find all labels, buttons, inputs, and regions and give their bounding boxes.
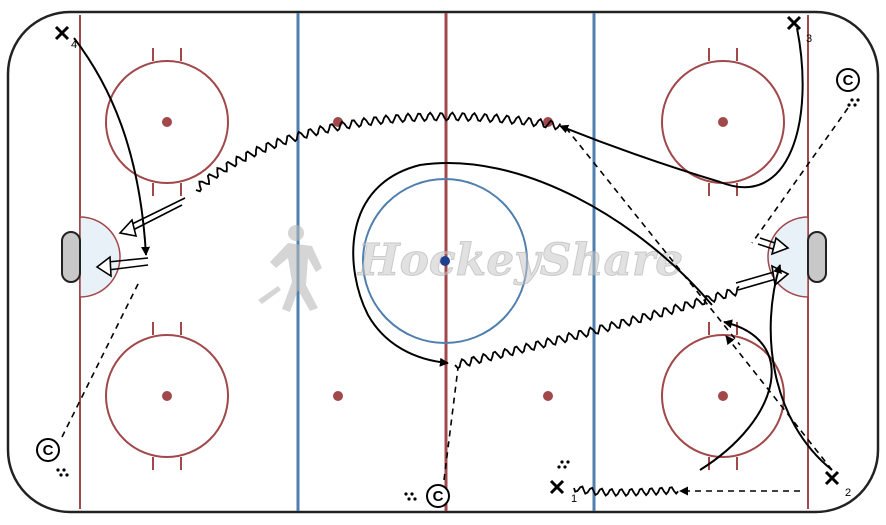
player-marker-x <box>786 15 802 31</box>
player-1: 1 <box>549 479 577 505</box>
path-p1-wavy <box>573 485 679 498</box>
faceoff-circle-bottom-right <box>661 322 785 470</box>
player-marker-x <box>54 25 70 41</box>
player-marker-x <box>549 479 565 495</box>
pass-coach-center <box>443 367 459 481</box>
pass-coach-topright <box>751 107 849 244</box>
player-4: 4 <box>54 25 77 51</box>
path-wavy-top <box>195 111 562 193</box>
watermark: HockeyShare <box>258 225 684 312</box>
faceoff-circle-top-left <box>105 48 229 196</box>
puck-pile-icon <box>847 98 860 107</box>
center-circle <box>362 178 528 344</box>
crease-left <box>79 216 121 298</box>
path-loop-center <box>352 162 713 367</box>
puck-pile-icon <box>557 460 570 469</box>
coach-label: C <box>43 442 54 459</box>
shot-left-lower <box>95 255 149 278</box>
player-label: 4 <box>71 39 77 51</box>
player-label: 1 <box>571 493 577 505</box>
path-p4-skate <box>73 37 151 256</box>
player-label: 3 <box>806 33 812 45</box>
path-p2-curve <box>769 264 833 471</box>
neutral-dot-top-right <box>543 117 553 127</box>
coach-bottom-center: C <box>426 484 450 508</box>
neutral-dot-bottom-right <box>543 391 553 401</box>
coach-label: C <box>433 488 444 505</box>
path-p3-skate <box>559 27 804 189</box>
pass-coach-left <box>61 279 141 438</box>
coach-label: C <box>843 72 854 89</box>
shot-right-upper <box>757 236 790 256</box>
faceoff-circle-bottom-left <box>105 322 229 470</box>
goal-net-right <box>807 231 827 283</box>
coach-bottom-left: C <box>36 438 60 462</box>
pass-diagonal <box>565 127 741 346</box>
player-marker-x <box>824 470 840 486</box>
neutral-dot-bottom-left <box>333 391 343 401</box>
player-2: 2 <box>824 470 851 499</box>
watermark-text: HockeyShare <box>356 235 683 286</box>
player-label: 2 <box>845 487 851 499</box>
goal-net-left <box>61 231 81 283</box>
path-p2-sweep <box>699 319 773 471</box>
puck-pile-icon <box>56 468 69 477</box>
path-wavy-bottom <box>454 285 740 370</box>
player-3: 3 <box>786 15 812 45</box>
center-dot <box>440 256 450 266</box>
coach-top-right: C <box>836 68 860 92</box>
puck-pile-icon <box>404 492 417 501</box>
shot-left-upper <box>118 197 186 238</box>
watermark-player-icon <box>258 225 322 312</box>
